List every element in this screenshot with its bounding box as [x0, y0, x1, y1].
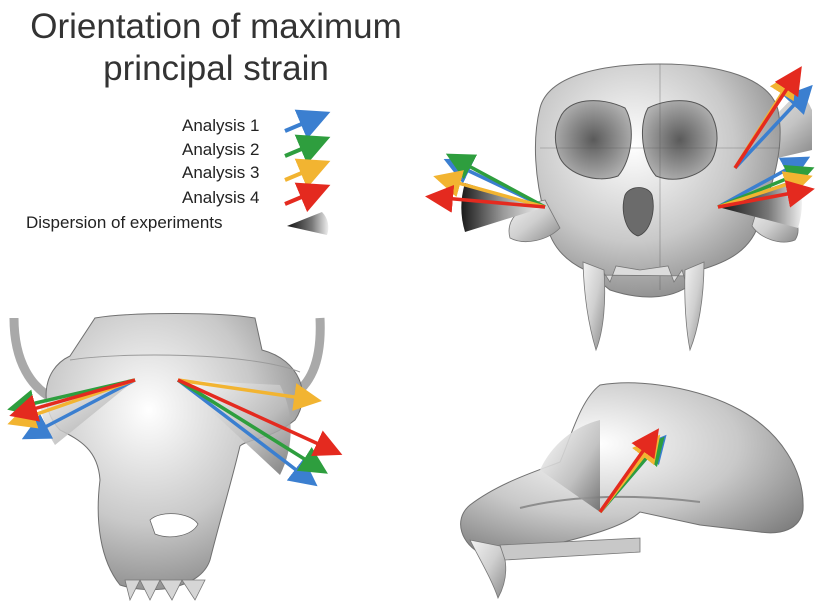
- canine: [470, 540, 506, 598]
- right-orbit: [642, 101, 717, 180]
- lateral-view: [461, 383, 804, 598]
- frontal-view: [432, 64, 812, 350]
- frontal-skull: [535, 64, 780, 297]
- right-canine: [685, 262, 704, 350]
- molars: [125, 580, 205, 600]
- legend-icons: [285, 115, 328, 235]
- left-orbit: [556, 101, 632, 179]
- blue-arrow-icon: [285, 115, 323, 131]
- left-canine: [583, 262, 605, 350]
- green-arrow-icon: [285, 140, 323, 156]
- inferior-view: [14, 314, 336, 601]
- yellow-arrow-icon: [285, 164, 323, 180]
- dispersion-wedge-icon: [287, 212, 328, 235]
- red-arrow-icon: [285, 188, 323, 204]
